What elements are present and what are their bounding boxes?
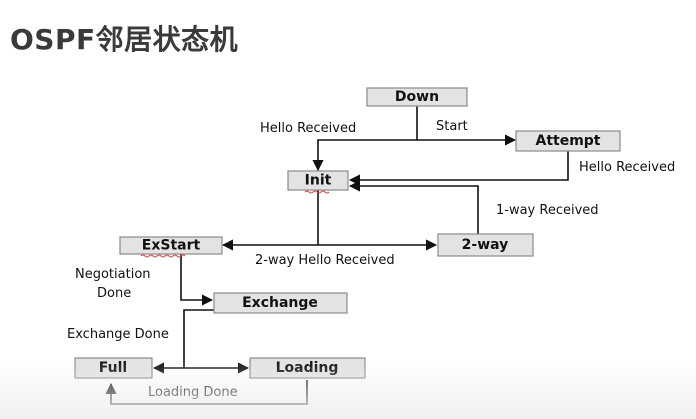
label-negotiation-line1: Negotiation [75, 267, 151, 282]
state-down: Down [366, 87, 468, 107]
label-hello-received-left: Hello Received [260, 121, 356, 136]
state-full: Full [74, 357, 153, 379]
label-two-way-hello-received: 2-way Hello Received [255, 253, 395, 268]
label-loading-done: Loading Done [148, 385, 238, 400]
state-exchange: Exchange [213, 292, 348, 314]
page-title: OSPF邻居状态机 [10, 23, 239, 56]
state-twoway: 2-way [437, 233, 534, 257]
state-init: Init [287, 170, 349, 191]
edge-twoway-to-init [348, 180, 479, 234]
label-negotiation-line2: Done [97, 286, 131, 301]
svg-text:2-way: 2-way [462, 237, 509, 253]
svg-text:Exchange: Exchange [242, 295, 318, 311]
edge-exstart-to-exchange [180, 254, 214, 306]
label-start: Start [436, 119, 468, 134]
label-one-way-received: 1-way Received [496, 203, 599, 218]
svg-text:Down: Down [395, 89, 439, 105]
svg-text:Init: Init [305, 173, 332, 189]
label-exchange-done: Exchange Done [67, 327, 169, 342]
state-loading: Loading [249, 357, 366, 379]
spellcheck-underline-exstart [140, 254, 186, 258]
label-hello-received-right: Hello Received [579, 160, 675, 175]
state-exstart: ExStart [119, 236, 223, 255]
edge-exchange-down [183, 309, 214, 368]
state-attempt: Attempt [515, 130, 621, 152]
svg-text:Full: Full [99, 360, 127, 376]
edge-down-to-init [312, 106, 418, 172]
edge-attempt-to-init [348, 151, 569, 186]
svg-text:ExStart: ExStart [142, 238, 201, 254]
spellcheck-underline-init [304, 190, 330, 194]
svg-text:Attempt: Attempt [535, 133, 600, 149]
svg-text:Loading: Loading [276, 360, 339, 376]
